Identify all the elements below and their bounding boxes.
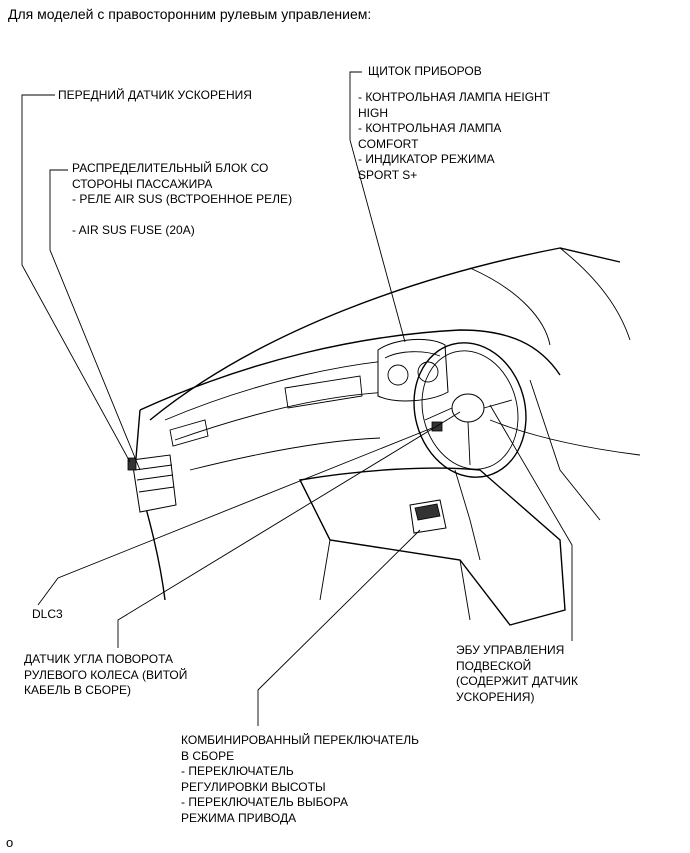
leader-suspension-ecu [489, 404, 573, 641]
callout-line: РУЛЕВОГО КОЛЕСА (ВИТОЙ [24, 667, 188, 682]
instrument-cluster-part [377, 338, 449, 402]
callout-line: - КОНТРОЛЬНАЯ ЛАМПА HEIGHT [358, 90, 551, 104]
callout-line: СТОРОНЫ ПАССАЖИРА [72, 176, 213, 191]
junction-block-part [127, 454, 177, 513]
leader-steering-angle [117, 411, 461, 648]
callout-combination-switch: КОМБИНИРОВАННЫЙ ПЕРЕКЛЮЧАТЕЛЬ В СБОРЕ - … [181, 733, 419, 826]
callout-line: ПОДВЕСКОЙ [456, 658, 532, 673]
page-title: Для моделей с правосторонним рулевым упр… [8, 6, 372, 22]
callout-line: - ПЕРЕКЛЮЧАТЕЛЬ ВЫБОРА [181, 795, 348, 809]
callout-line: РЕГУЛИРОВКИ ВЫСОТЫ [181, 779, 326, 794]
callout-line: - AIR SUS FUSE (20A) [72, 223, 195, 237]
footer-mark: o [6, 835, 14, 850]
callout-passenger-junction-block: РАСПРЕДЕЛИТЕЛЬНЫЙ БЛОК СО СТОРОНЫ ПАССАЖ… [72, 161, 292, 239]
callout-steering-angle-sensor: ДАТЧИК УГЛА ПОВОРОТА РУЛЕВОГО КОЛЕСА (ВИ… [24, 652, 187, 699]
callout-line: (СОДЕРЖИТ ДАТЧИК [456, 674, 578, 688]
callout-line: COMFORT [358, 136, 419, 151]
callout-line: УСКОРЕНИЯ) [456, 689, 535, 704]
callout-line: КАБЕЛЬ В СБОРЕ) [24, 683, 132, 697]
callout-front-accel-sensor: ПЕРЕДНИЙ ДАТЧИК УСКОРЕНИЯ [58, 88, 252, 104]
callout-line: ДАТЧИК УГЛА ПОВОРОТА [24, 652, 174, 666]
callout-line: РЕЖИМА ПРИВОДА [181, 810, 297, 825]
leader-junction [49, 169, 141, 471]
callout-line: DLC3 [32, 607, 63, 621]
leader-front-accel [21, 94, 131, 463]
passenger-vent [169, 419, 209, 447]
combination-switch-part [409, 499, 447, 534]
callout-line: SPORT S+ [358, 167, 418, 182]
dashboard-top [139, 329, 561, 411]
callout-line: ПЕРЕДНИЙ ДАТЧИК УСКОРЕНИЯ [58, 88, 252, 102]
callout-line: - ИНДИКАТОР РЕЖИМА [358, 152, 495, 166]
callout-line: ЭБУ УПРАВЛЕНИЯ [456, 643, 565, 657]
callout-instrument-panel: ЩИТОК ПРИБОРОВ [368, 64, 482, 80]
callout-line: В СБОРЕ [181, 748, 235, 763]
callout-line: КОМБИНИРОВАННЫЙ ПЕРЕКЛЮЧАТЕЛЬ [181, 733, 419, 747]
callout-line: HIGH [358, 105, 388, 120]
callout-line [72, 208, 292, 224]
leader-dlc3 [37, 427, 433, 606]
callout-instrument-panel-items: - КОНТРОЛЬНАЯ ЛАМПА HEIGHT HIGH - КОНТРО… [358, 90, 550, 183]
center-console [298, 467, 566, 626]
steering-wheel-part [413, 342, 527, 561]
center-vent [284, 375, 363, 409]
leader-comb-switch [257, 529, 421, 726]
callout-suspension-ecu: ЭБУ УПРАВЛЕНИЯ ПОДВЕСКОЙ (СОДЕРЖИТ ДАТЧИ… [456, 643, 578, 705]
callout-line: РАСПРЕДЕЛИТЕЛЬНЫЙ БЛОК СО [72, 161, 269, 175]
callout-line: ЩИТОК ПРИБОРОВ [368, 64, 482, 78]
callout-line: - ПЕРЕКЛЮЧАТЕЛЬ [181, 764, 294, 778]
callout-line: - РЕЛЕ AIR SUS (ВСТРОЕННОЕ РЕЛЕ) [72, 192, 293, 206]
callout-line: - КОНТРОЛЬНАЯ ЛАМПА [358, 121, 502, 135]
leader-instrument [349, 71, 406, 343]
callout-dlc3: DLC3 [32, 607, 63, 623]
windshield-edge [149, 247, 621, 421]
